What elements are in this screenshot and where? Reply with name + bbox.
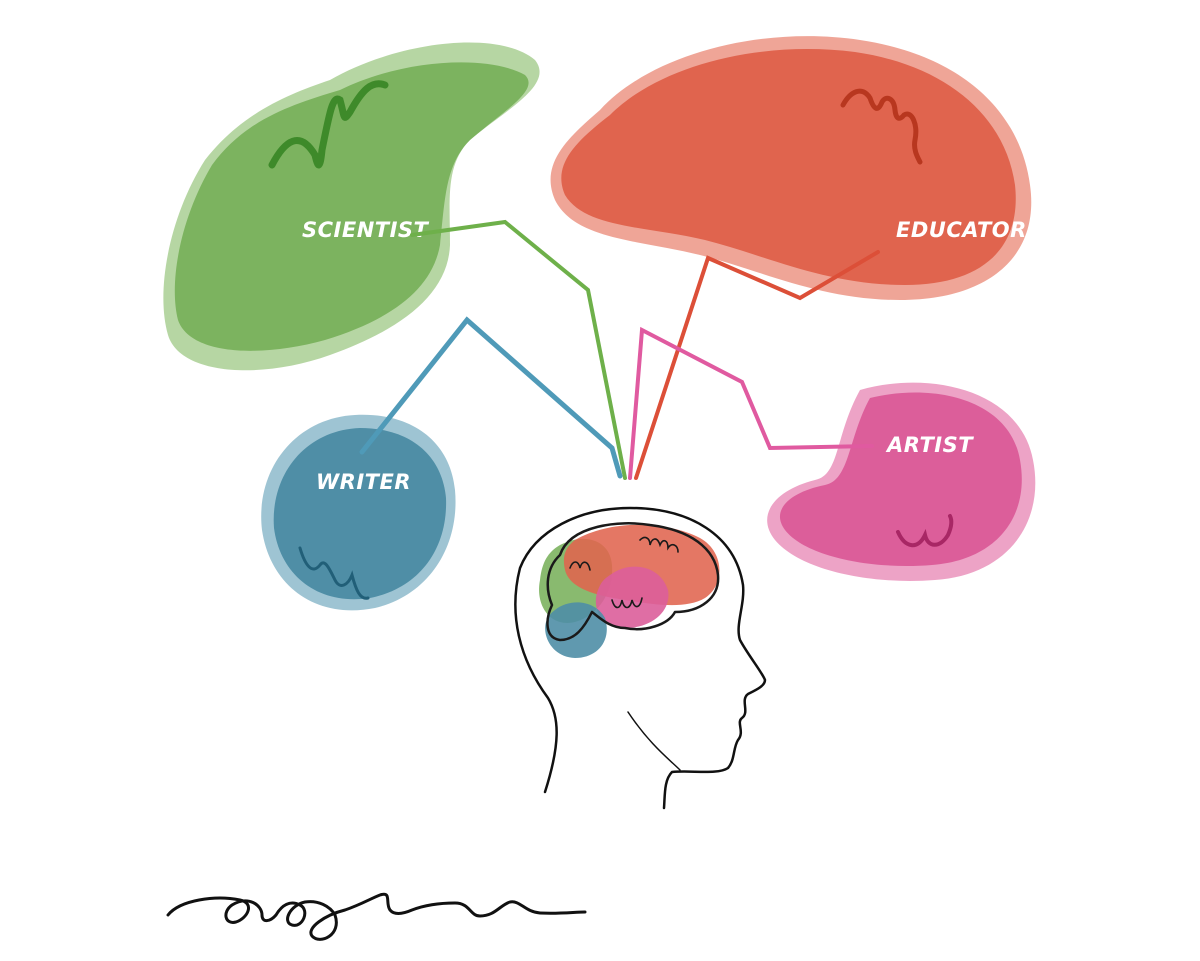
writer-bubble: WRITER	[261, 414, 456, 611]
brain-icon	[539, 522, 720, 658]
writer-squiggle	[298, 546, 370, 600]
writer-label: WRITER	[316, 470, 411, 494]
writer-bubble-body	[273, 428, 447, 600]
educator-squiggle	[840, 88, 923, 165]
scientist-connector	[410, 219, 627, 480]
educator-label: EDUCATOR	[896, 218, 1027, 242]
educator-connector	[634, 250, 880, 480]
brain-squiggle-top	[639, 536, 679, 553]
artist-label: ARTIST	[885, 433, 974, 457]
scientist-bubble-body	[174, 62, 529, 351]
head-illustration	[514, 506, 767, 810]
brain-outline	[546, 522, 720, 642]
scientist-bubble: SCIENTIST	[163, 42, 540, 371]
artist-bubble-body	[779, 392, 1022, 567]
scientist-label: SCIENTIST	[302, 218, 430, 242]
brain-blue-lobe	[545, 602, 607, 658]
brain-squiggle-left	[569, 561, 591, 571]
signature-icon	[166, 892, 587, 941]
artist-squiggle	[896, 514, 954, 548]
brain-pink-lobe	[595, 566, 669, 629]
educator-bubble-body	[561, 49, 1016, 286]
brain-squiggle-mid	[611, 597, 643, 609]
jaw-line	[627, 711, 681, 771]
writer-connector	[359, 316, 623, 479]
educator-bubble: EDUCATOR	[550, 36, 1032, 300]
artist-connector	[628, 326, 874, 480]
artist-bubble: ARTIST	[767, 382, 1036, 581]
connector-lines	[359, 219, 880, 480]
scientist-squiggle	[268, 80, 389, 169]
